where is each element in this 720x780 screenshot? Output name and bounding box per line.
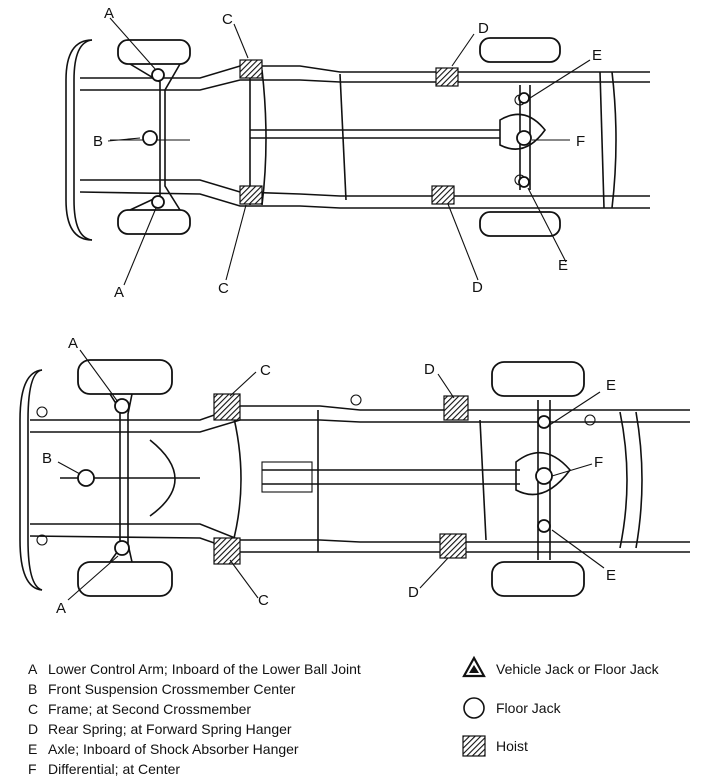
bottom-chassis: A B C C D D E E F A bbox=[19, 335, 690, 617]
callout-d: D bbox=[408, 584, 419, 601]
hoist-pad bbox=[431, 185, 455, 205]
frame-rail-left bbox=[80, 65, 650, 79]
circle-icon bbox=[463, 697, 485, 719]
rear-right-tire bbox=[479, 211, 561, 237]
front-bumper bbox=[19, 369, 43, 591]
callout-d: D bbox=[424, 361, 435, 378]
hoist-pad bbox=[239, 185, 263, 205]
callout-e: E bbox=[606, 377, 616, 394]
legend-text-f: Differential; at Center bbox=[48, 761, 180, 777]
legend-text-d: Rear Spring; at Forward Spring Hanger bbox=[48, 721, 292, 737]
callout-a: A bbox=[68, 335, 78, 352]
frame-rail-left bbox=[30, 405, 690, 421]
callout-b: B bbox=[93, 133, 103, 150]
callout-a: A bbox=[114, 284, 124, 301]
callout-a: A bbox=[104, 5, 114, 22]
legend-key-c: C bbox=[28, 701, 38, 717]
callout-c: C bbox=[258, 592, 269, 609]
hoist-pad bbox=[213, 537, 241, 565]
callout-e: E bbox=[606, 567, 616, 584]
frame-rail-right bbox=[30, 523, 690, 543]
hoist-pad bbox=[439, 533, 467, 559]
callout-e: E bbox=[592, 47, 602, 64]
legend-symbol-jack: Vehicle Jack or Floor Jack bbox=[496, 661, 660, 677]
rear-left-tire bbox=[491, 361, 585, 397]
callout-a: A bbox=[56, 600, 66, 617]
legend-symbol-floor-jack: Floor Jack bbox=[496, 700, 562, 716]
front-right-tire bbox=[117, 209, 191, 235]
legend-key-e: E bbox=[28, 741, 37, 757]
rear-left-tire bbox=[479, 37, 561, 63]
rear-right-tire bbox=[491, 561, 585, 597]
legend-text-c: Frame; at Second Crossmember bbox=[48, 701, 251, 717]
callout-c: C bbox=[222, 11, 233, 28]
callout-b: B bbox=[42, 450, 52, 467]
legend-text-a: Lower Control Arm; Inboard of the Lower … bbox=[48, 661, 361, 677]
callout-f: F bbox=[594, 454, 603, 471]
callout-f: F bbox=[576, 133, 585, 150]
legend-symbol-hoist: Hoist bbox=[496, 738, 528, 754]
front-left-tire bbox=[77, 359, 173, 395]
hoist-pad bbox=[213, 393, 241, 421]
front-bumper bbox=[65, 39, 93, 241]
callout-d: D bbox=[472, 279, 483, 296]
legend-key-d: D bbox=[28, 721, 38, 737]
legend-text-b: Front Suspension Crossmember Center bbox=[48, 681, 296, 697]
frame-rail-right bbox=[80, 179, 650, 197]
front-left-tire bbox=[117, 39, 191, 65]
callout-d: D bbox=[478, 20, 489, 37]
hoist-pad bbox=[443, 395, 469, 421]
callout-c: C bbox=[218, 280, 229, 297]
callout-c: C bbox=[260, 362, 271, 379]
hoist-pad bbox=[239, 59, 263, 79]
hoist-pad bbox=[435, 67, 459, 87]
legend-text-e: Axle; Inboard of Shock Absorber Hanger bbox=[48, 741, 299, 757]
hatched-square-icon bbox=[462, 735, 486, 757]
legend-key-f: F bbox=[28, 761, 37, 777]
legend-key-b: B bbox=[28, 681, 37, 697]
top-chassis: A B C C D D E E F A bbox=[65, 5, 650, 301]
legend: A Lower Control Arm; Inboard of the Lowe… bbox=[28, 655, 660, 777]
callout-e: E bbox=[558, 257, 568, 274]
legend-key-a: A bbox=[28, 661, 38, 677]
